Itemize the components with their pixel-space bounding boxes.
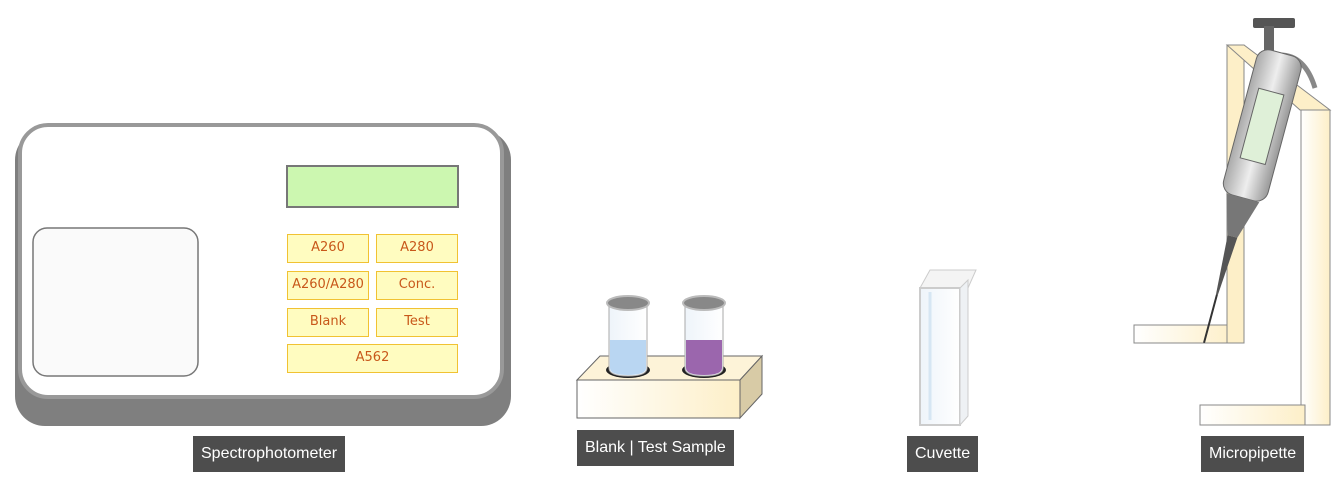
blank-tube[interactable] xyxy=(606,295,650,377)
micropipette[interactable] xyxy=(1182,18,1318,349)
a562-button[interactable]: A562 xyxy=(287,344,458,373)
cuvette[interactable] xyxy=(919,269,977,427)
a260-button[interactable]: A260 xyxy=(287,234,369,263)
a280-button[interactable]: A280 xyxy=(376,234,458,263)
micropipette-label: Micropipette xyxy=(1201,436,1305,472)
samples-label: Blank | Test Sample xyxy=(577,430,734,466)
display-screen xyxy=(286,165,459,208)
cuvette-label: Cuvette xyxy=(907,436,979,472)
test-button[interactable]: Test xyxy=(376,308,458,337)
blank-button[interactable]: Blank xyxy=(287,308,369,337)
conc-button[interactable]: Conc. xyxy=(376,271,458,300)
sample-compartment-lid xyxy=(32,227,199,377)
test-tube[interactable] xyxy=(682,295,726,377)
spectrophotometer-label: Spectrophotometer xyxy=(193,436,346,472)
a260-a280-button[interactable]: A260/A280 xyxy=(287,271,369,300)
sample-rack xyxy=(575,354,764,420)
